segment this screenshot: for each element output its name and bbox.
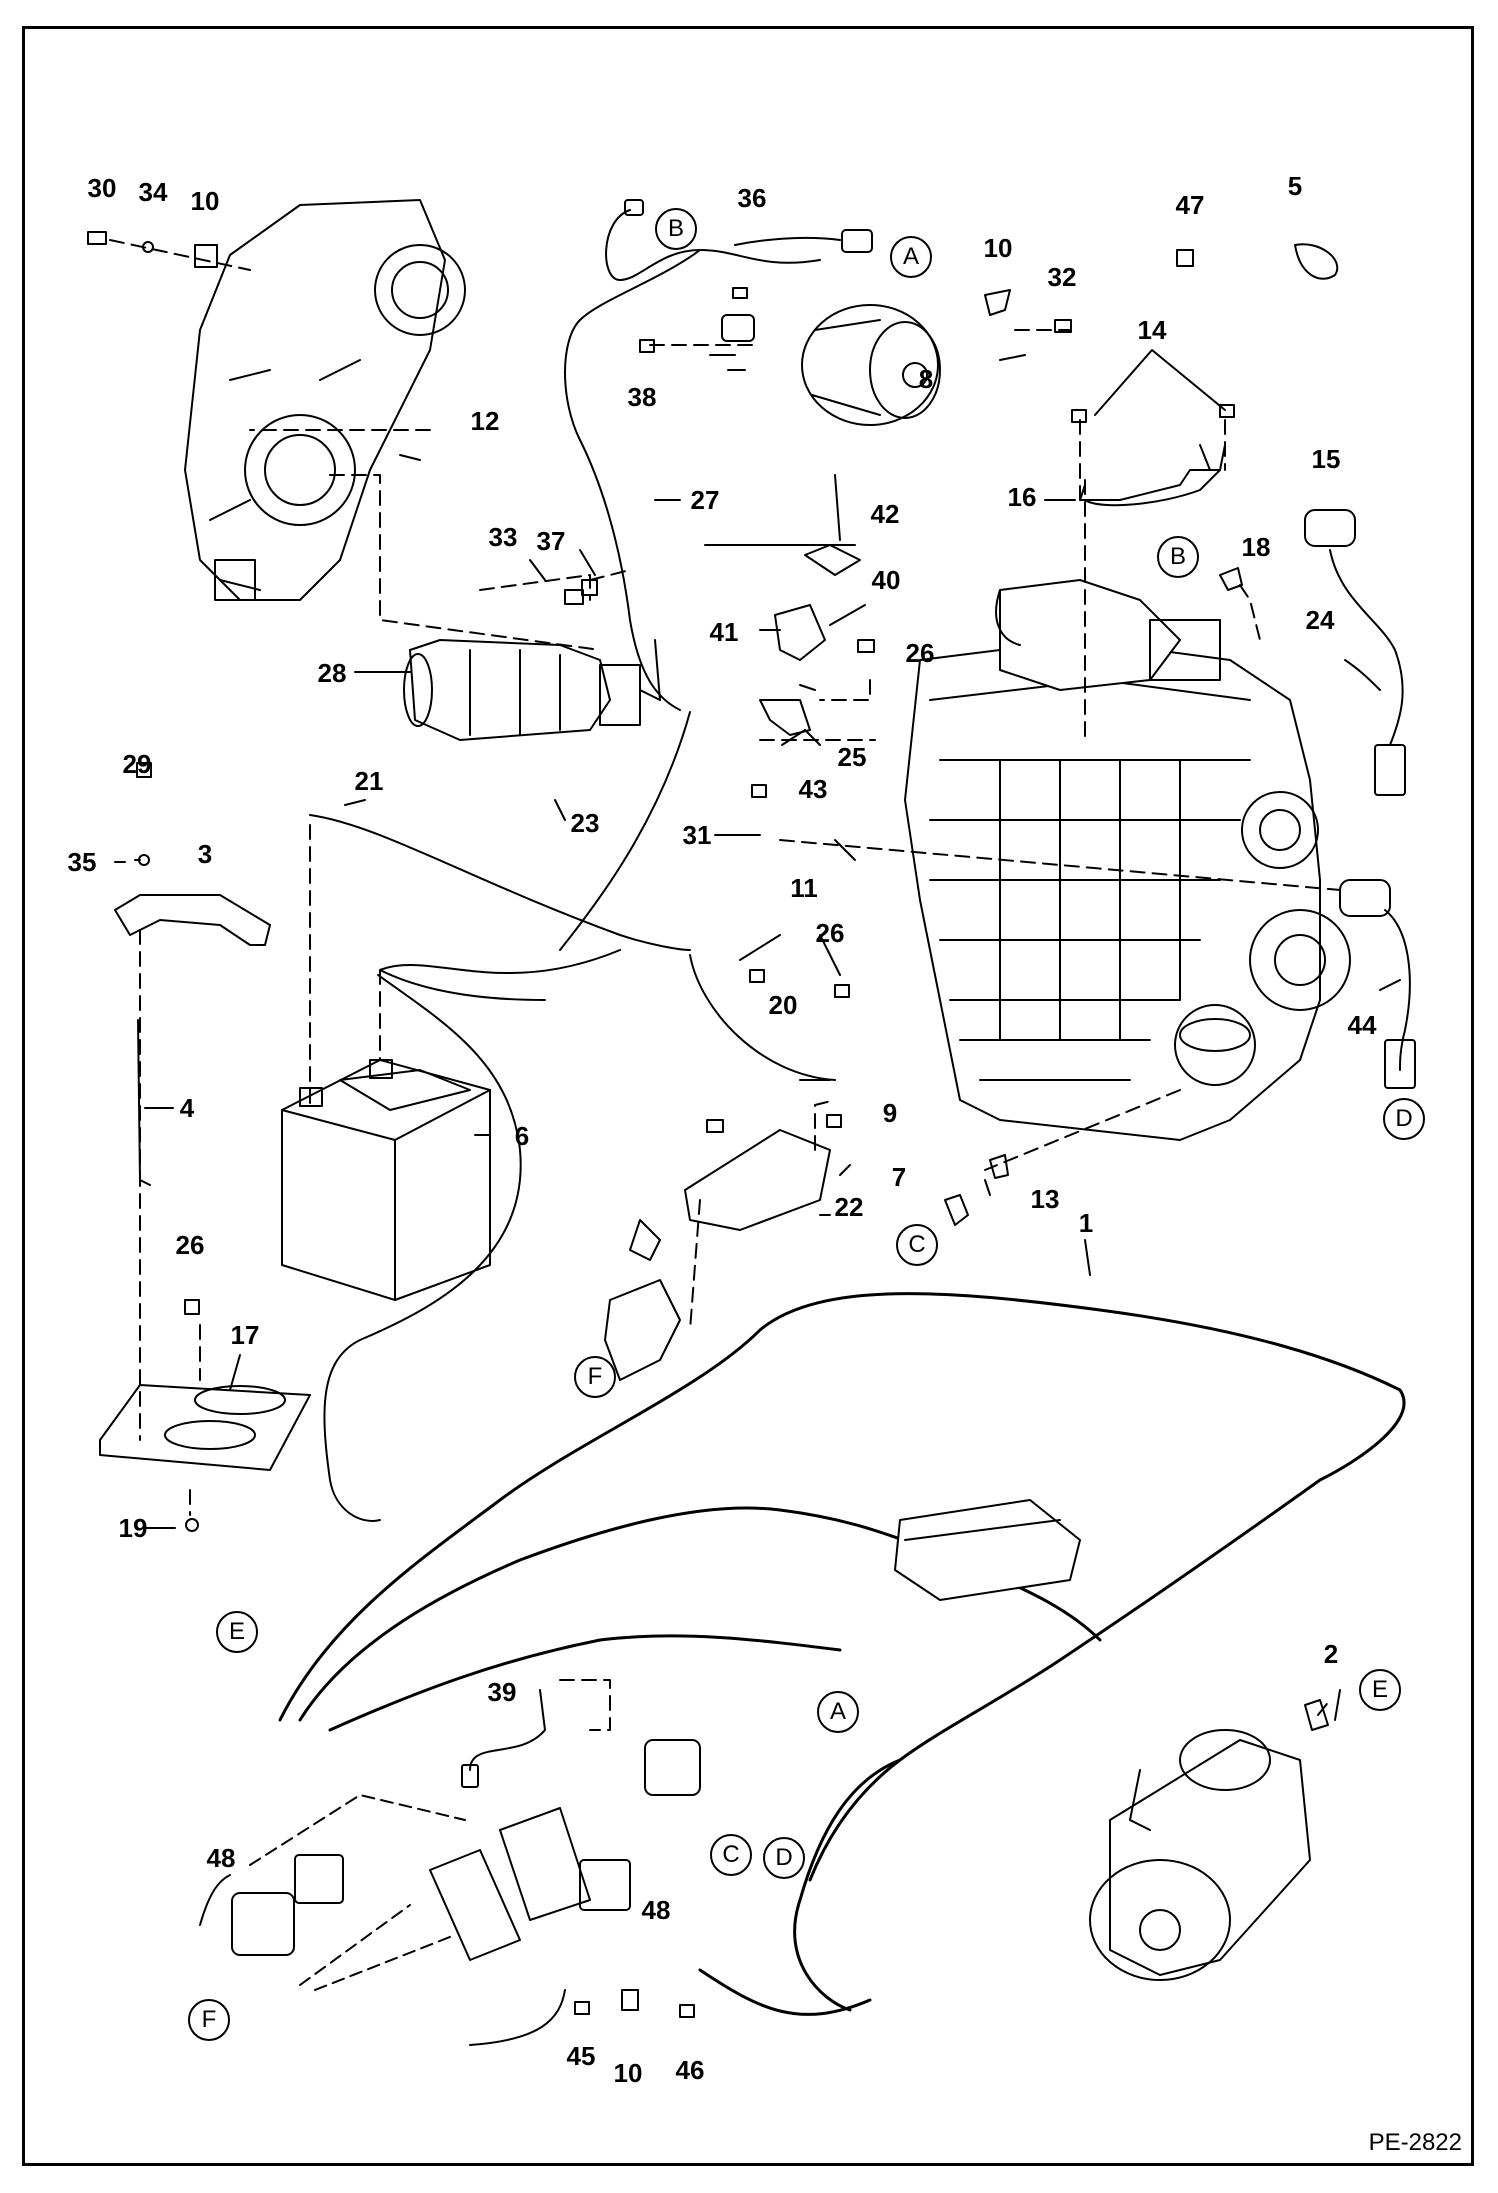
callout-10b: 10	[983, 233, 1013, 263]
callout-27: 27	[690, 485, 720, 515]
battery-hold-down	[114, 894, 271, 1186]
callout-32: 32	[1047, 262, 1077, 292]
callout-38: 38	[627, 382, 657, 412]
callout-29: 29	[122, 749, 152, 779]
connector-marker-a: A	[817, 1691, 859, 1733]
callout-20: 20	[768, 990, 798, 1020]
callout-46: 46	[675, 2055, 705, 2085]
callout-9: 9	[882, 1098, 898, 1128]
callout-11: 11	[790, 873, 818, 903]
callout-17: 17	[230, 1320, 260, 1350]
battery-cables	[309, 711, 836, 1522]
callout-35: 35	[67, 847, 97, 877]
connector-marker-e: E	[1359, 1669, 1401, 1711]
callout-44: 44	[1347, 1010, 1377, 1040]
hardware-fasteners	[87, 231, 1339, 2018]
callout-10c: 10	[613, 2058, 643, 2088]
callout-26a: 26	[905, 638, 935, 668]
callout-1: 1	[1078, 1208, 1094, 1238]
callout-48a: 48	[206, 1843, 236, 1873]
callout-23: 23	[570, 808, 600, 838]
callout-43: 43	[798, 774, 828, 804]
callout-10a: 10	[190, 186, 220, 216]
control-module-bracket	[604, 1129, 831, 1381]
battery-tray	[99, 1384, 311, 1471]
callout-8: 8	[918, 364, 934, 394]
callout-4: 4	[179, 1093, 195, 1123]
connector-marker-c: C	[896, 1224, 938, 1266]
battery	[281, 1059, 491, 1301]
engine-block	[904, 579, 1351, 1141]
callout-24: 24	[1305, 605, 1335, 635]
callout-47: 47	[1175, 190, 1205, 220]
callout-34: 34	[138, 177, 168, 207]
alternator	[709, 304, 941, 426]
speed-sensor-44	[1339, 879, 1416, 1089]
connector-marker-c: C	[710, 1834, 752, 1876]
callout-25: 25	[837, 742, 867, 772]
callout-6: 6	[514, 1121, 530, 1151]
ecu-cover	[894, 1499, 1081, 1601]
callout-5: 5	[1287, 171, 1303, 201]
diagram-frame	[22, 26, 1474, 2166]
callout-16: 16	[1007, 482, 1037, 512]
callout-48b: 48	[641, 1895, 671, 1925]
callout-26b: 26	[815, 918, 845, 948]
fuel-shutoff-solenoid	[1304, 509, 1406, 796]
callout-19: 19	[118, 1513, 148, 1543]
exhaust-bracket	[1079, 444, 1226, 507]
callout-30: 30	[87, 173, 117, 203]
connector-marker-b: B	[1157, 536, 1199, 578]
callout-28: 28	[317, 658, 347, 688]
callout-22: 22	[834, 1192, 864, 1222]
callout-14: 14	[1137, 315, 1167, 345]
alternator-harness	[564, 199, 873, 711]
callout-39: 39	[487, 1677, 517, 1707]
callout-42: 42	[870, 499, 900, 529]
callout-2: 2	[1323, 1639, 1339, 1669]
callout-3: 3	[197, 839, 213, 869]
callout-12: 12	[470, 406, 500, 436]
leader-lines	[114, 349, 1401, 1721]
callout-31: 31	[682, 820, 712, 850]
sensors	[461, 567, 1329, 1788]
callout-7: 7	[891, 1162, 907, 1192]
callout-26c: 26	[175, 1230, 205, 1260]
callout-45: 45	[566, 2041, 596, 2071]
callout-33: 33	[488, 522, 518, 552]
callout-37: 37	[536, 526, 566, 556]
flywheel-housing	[184, 199, 466, 601]
callout-41: 41	[709, 617, 739, 647]
sheet-id: PE-2822	[1368, 2129, 1462, 2156]
connector-seal-group	[199, 1739, 701, 2046]
callout-18: 18	[1241, 532, 1271, 562]
callout-40: 40	[871, 565, 901, 595]
connector-marker-a: A	[890, 236, 932, 278]
mount-bracket-stack	[759, 474, 861, 736]
starter-motor	[403, 639, 661, 741]
callout-36: 36	[737, 183, 767, 213]
connector-marker-f: F	[574, 1356, 616, 1398]
callout-13: 13	[1030, 1184, 1060, 1214]
connector-marker-f: F	[188, 1999, 230, 2041]
dashed-reference-lines	[109, 239, 1341, 1731]
connector-marker-e: E	[216, 1611, 258, 1653]
connector-marker-d: D	[763, 1837, 805, 1879]
callout-15: 15	[1311, 444, 1341, 474]
connector-marker-b: B	[655, 208, 697, 250]
connector-marker-d: D	[1383, 1098, 1425, 1140]
muffler	[1089, 1729, 1311, 1981]
callout-21: 21	[354, 766, 384, 796]
